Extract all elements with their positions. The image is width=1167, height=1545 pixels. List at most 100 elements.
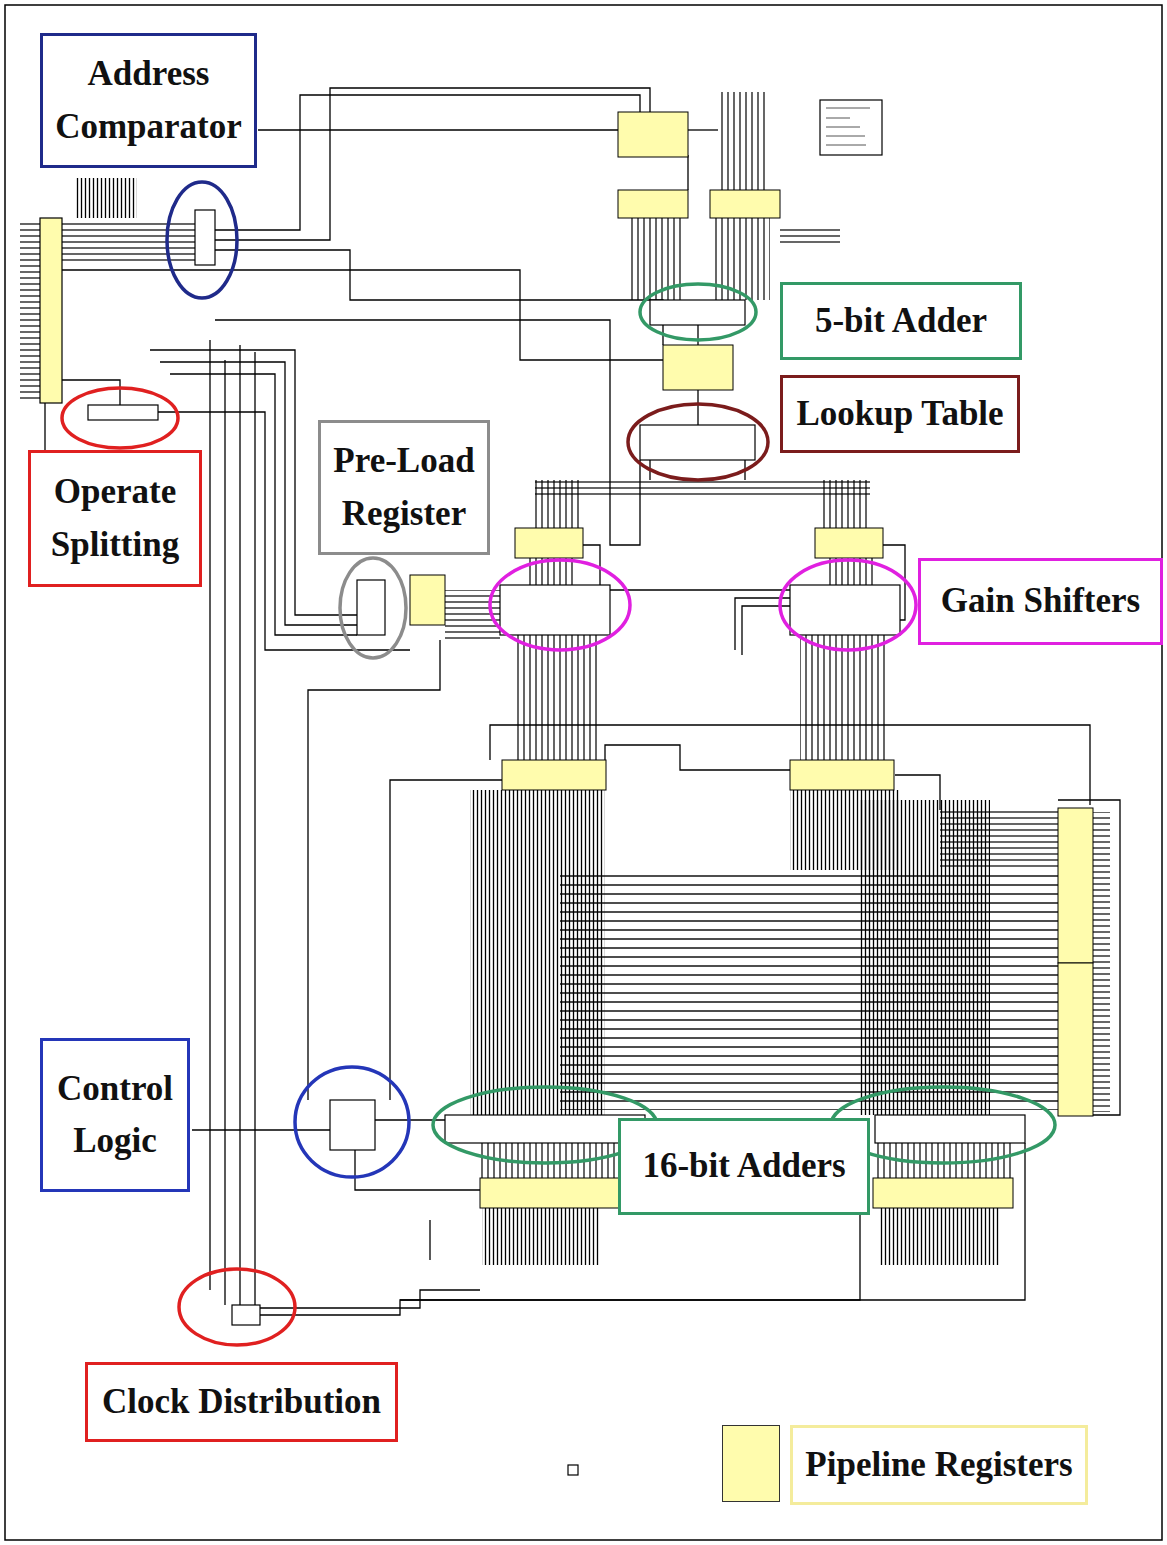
callout-box: Gain Shifters: [918, 558, 1163, 645]
callout-label: Pre-Load Register: [328, 435, 480, 540]
callout-box: 16-bit Adders: [618, 1118, 870, 1215]
callout-label: Operate Splitting: [38, 466, 192, 571]
bus-bundles: [20, 92, 1110, 1265]
wires-part: [215, 88, 650, 240]
callout-label: Gain Shifters: [941, 575, 1140, 628]
callout-box: Control Logic: [40, 1038, 190, 1192]
pipeline-registers-part: [1058, 808, 1093, 963]
bus-bundles-part: [515, 635, 600, 760]
bus-bundles-part: [800, 635, 885, 760]
logic-blocks-part: [88, 405, 158, 420]
callout-box: Pre-Load Register: [318, 420, 490, 555]
frame: [5, 5, 1162, 1540]
logic-blocks-part: [330, 1100, 375, 1150]
callout-label: Control Logic: [50, 1063, 180, 1168]
highlight-ellipses-part: [340, 558, 406, 658]
wires-part: [239, 345, 240, 1305]
pipeline-registers-part: [790, 760, 894, 790]
pipeline-registers-part: [710, 190, 780, 218]
logic-blocks-part: [357, 580, 385, 635]
bus-bundles-part: [940, 810, 1058, 870]
legend-label: Pipeline Registers: [805, 1439, 1072, 1492]
logic-blocks-part: [820, 100, 882, 155]
bus-bundles-part: [482, 1208, 600, 1265]
logic-blocks-part: [40, 218, 62, 403]
logic-blocks-part: [875, 1115, 1025, 1143]
callout-box: Address Comparator: [40, 33, 257, 168]
callout-label: 5-bit Adder: [815, 295, 987, 348]
callout-box: Clock Distribution: [85, 1362, 398, 1442]
legend-swatch: [722, 1425, 780, 1502]
pipeline-registers-part: [663, 345, 733, 390]
bus-bundles-part: [535, 480, 870, 498]
bus-bundles-part: [75, 178, 137, 218]
pipeline-registers-part: [618, 190, 688, 218]
wires: [45, 88, 1120, 1315]
highlight-ellipses-part: [179, 1269, 295, 1345]
note-lines-part: [826, 145, 866, 146]
wires-part: [224, 360, 225, 1305]
bus-bundles-part: [62, 222, 195, 262]
note-lines-part: [826, 127, 860, 128]
highlight-ellipses-part: [62, 388, 178, 448]
highlight-ellipses-part: [628, 404, 768, 480]
callout-label: Address Comparator: [50, 48, 247, 153]
wires-part: [254, 352, 255, 1305]
highlight-ellipses: [62, 182, 1055, 1345]
highlight-ellipses-part: [640, 284, 756, 340]
wires-part: [688, 129, 718, 130]
highlight-ellipses-part: [295, 1067, 409, 1177]
wires-part: [209, 340, 210, 1290]
legend-box: Pipeline Registers: [790, 1425, 1088, 1505]
highlight-ellipses-part: [780, 560, 916, 650]
highlight-ellipses-part: [490, 560, 630, 650]
logic-blocks-part: [232, 1305, 260, 1325]
bus-bundles-part: [1093, 812, 1110, 1112]
wires-part: [697, 325, 698, 345]
wires-part: [1058, 800, 1120, 1115]
logic-blocks-part: [500, 585, 610, 635]
logic-blocks-part: [445, 1115, 645, 1143]
bus-bundles-part: [780, 226, 840, 244]
pipeline-registers-part: [480, 1178, 620, 1208]
pipeline-registers-part: [410, 575, 445, 625]
pipeline-registers-part: [815, 528, 883, 558]
logic-blocks: [40, 100, 1025, 1475]
wires-part: [610, 589, 790, 590]
wires-part: [192, 1129, 330, 1130]
callout-box: Lookup Table: [780, 375, 1020, 453]
pipeline-registers: [410, 112, 1093, 1208]
note-lines-part: [826, 136, 865, 137]
logic-blocks-part: [195, 210, 215, 265]
pipeline-registers-part: [618, 112, 688, 157]
callout-box: 5-bit Adder: [780, 282, 1022, 360]
pipeline-registers-part: [502, 760, 606, 790]
callout-box: Operate Splitting: [28, 450, 202, 587]
wires-part: [215, 250, 663, 345]
wires-part: [895, 775, 940, 810]
wires-part: [215, 95, 640, 230]
pipeline-registers-part: [873, 1178, 1013, 1208]
highlight-ellipses-part: [167, 182, 237, 298]
note-lines: [826, 108, 870, 145]
logic-blocks-part: [640, 425, 755, 460]
pipeline-registers-part: [1058, 963, 1093, 1116]
wires-part: [490, 725, 1090, 805]
callout-label: 16-bit Adders: [642, 1140, 845, 1193]
note-lines-part: [826, 118, 850, 119]
wires-part: [62, 270, 663, 360]
pipeline-registers-part: [515, 528, 583, 558]
wires-part: [308, 640, 440, 1100]
bus-bundles-part: [20, 222, 40, 400]
bus-bundles-part: [880, 1208, 1000, 1265]
note-lines-part: [826, 108, 870, 109]
logic-blocks-part: [568, 1465, 578, 1475]
wires-part: [429, 1220, 430, 1260]
wires-part: [697, 390, 698, 425]
wires-part: [355, 1150, 480, 1190]
wires-part: [390, 780, 502, 1100]
wires-part: [258, 129, 618, 130]
